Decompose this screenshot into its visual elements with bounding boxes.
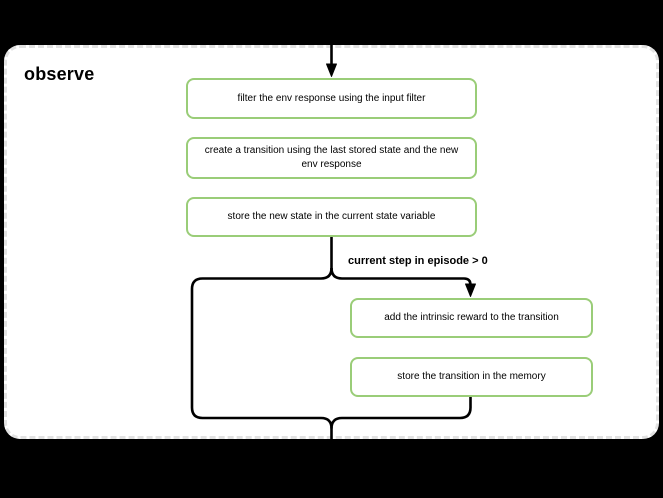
- node-add-intrinsic-reward: add the intrinsic reward to the transiti…: [350, 298, 593, 338]
- node-store-new-state: store the new state in the current state…: [186, 197, 477, 237]
- node-store-transition-memory: store the transition in the memory: [350, 357, 593, 397]
- node-label: add the intrinsic reward to the transiti…: [384, 312, 559, 323]
- edge-condition-label: current step in episode > 0: [348, 255, 488, 267]
- node-label: create a transition using the last store…: [204, 145, 459, 170]
- node-label: filter the env response using the input …: [237, 92, 426, 104]
- node-label: store the new state in the current state…: [227, 211, 436, 222]
- node-label: store the transition in the memory: [397, 371, 546, 382]
- node-filter-env-response: filter the env response using the input …: [186, 78, 477, 119]
- node-create-transition: create a transition using the last store…: [186, 137, 477, 179]
- group-title: observe: [24, 64, 95, 84]
